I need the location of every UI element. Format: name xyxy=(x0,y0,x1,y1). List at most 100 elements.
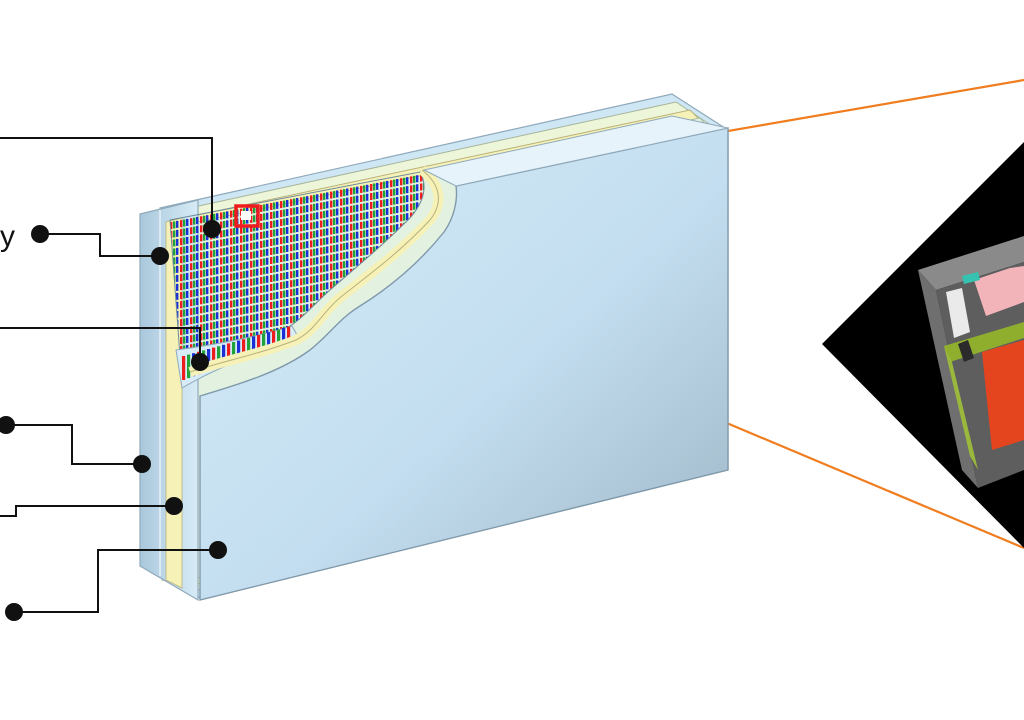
subpixel xyxy=(256,322,259,330)
subpixel xyxy=(246,216,249,224)
subpixel xyxy=(233,336,236,344)
subpixel xyxy=(413,193,416,201)
subpixel xyxy=(240,334,243,342)
cross-section-frame-top xyxy=(918,236,1024,290)
subpixel xyxy=(206,269,209,277)
tft-subpixel xyxy=(182,356,186,380)
subpixel xyxy=(280,246,283,254)
subpixel xyxy=(346,224,349,232)
zoom-highlight-inner xyxy=(241,211,251,220)
subpixel xyxy=(270,203,273,210)
subpixel xyxy=(196,316,199,324)
subpixel xyxy=(196,334,199,342)
subpixel xyxy=(213,267,216,275)
subpixel xyxy=(290,217,293,225)
subpixel xyxy=(386,225,389,233)
subpixel xyxy=(196,262,199,270)
callout-marker-2 xyxy=(151,247,169,265)
subpixel xyxy=(283,281,286,289)
subpixel xyxy=(306,259,309,267)
subpixel xyxy=(180,301,183,309)
subpixel xyxy=(313,221,316,229)
subpixel xyxy=(320,274,323,282)
subpixel xyxy=(250,242,253,250)
subpixel xyxy=(183,291,186,299)
subpixel xyxy=(310,213,313,221)
subpixel xyxy=(223,220,226,228)
subpixel xyxy=(223,265,226,273)
subpixel xyxy=(240,244,243,252)
subpixel xyxy=(213,213,216,221)
subpixel xyxy=(206,305,209,313)
subpixel xyxy=(400,196,403,204)
subpixel xyxy=(226,319,229,327)
subpixel xyxy=(183,336,186,344)
subpixel xyxy=(286,271,289,279)
subpixel xyxy=(230,237,233,245)
subpixel xyxy=(330,200,333,208)
subpixel xyxy=(266,311,269,319)
subpixel xyxy=(203,260,206,268)
subpixel xyxy=(193,271,196,279)
subpixel xyxy=(236,281,239,289)
subpixel xyxy=(243,235,246,243)
callout-marker-1 xyxy=(203,220,221,238)
subpixel xyxy=(373,210,376,218)
subpixel xyxy=(420,174,423,182)
subpixel xyxy=(303,205,306,213)
subpixel xyxy=(303,214,306,222)
subpixel xyxy=(220,239,223,247)
subpixel xyxy=(390,207,393,215)
subpixel xyxy=(193,226,196,234)
subpixel xyxy=(250,215,253,223)
callout-marker-6 xyxy=(209,541,227,559)
subpixel xyxy=(280,273,283,281)
subpixel xyxy=(250,278,253,286)
subpixel xyxy=(380,209,383,217)
subpixel xyxy=(340,234,343,242)
subpixel xyxy=(200,315,203,323)
subpixel xyxy=(273,247,276,255)
subpixel xyxy=(403,195,406,203)
subpixel xyxy=(283,200,286,208)
subpixel xyxy=(400,178,403,186)
subpixel xyxy=(273,211,276,219)
subpixel xyxy=(273,310,276,318)
subpixel xyxy=(346,206,349,214)
subpixel xyxy=(340,189,343,197)
subpixel xyxy=(193,253,196,261)
subpixel xyxy=(176,220,179,228)
subpixel xyxy=(300,233,303,241)
subpixel xyxy=(193,325,196,333)
subpixel xyxy=(393,179,396,187)
subpixel xyxy=(406,204,409,212)
subpixel xyxy=(236,317,239,325)
subpixel xyxy=(246,306,249,314)
subpixel xyxy=(190,308,193,316)
subpixel xyxy=(283,317,286,325)
callout-marker-4-start xyxy=(0,416,15,434)
subpixel xyxy=(316,266,319,274)
subpixel xyxy=(370,247,373,254)
subpixel xyxy=(186,326,189,334)
subpixel xyxy=(210,340,213,348)
subpixel xyxy=(283,236,286,244)
subpixel xyxy=(376,182,379,190)
subpixel xyxy=(356,249,359,257)
subpixel xyxy=(176,265,179,273)
subpixel xyxy=(243,334,246,342)
subpixel xyxy=(253,233,256,241)
subpixel xyxy=(276,318,279,326)
subpixel xyxy=(370,184,373,191)
subpixel xyxy=(176,238,179,246)
subpixel xyxy=(320,238,323,246)
subpixel xyxy=(276,246,279,254)
tft-subpixel xyxy=(232,342,236,361)
subpixel xyxy=(343,216,346,224)
subpixel xyxy=(203,278,206,286)
subpixel xyxy=(403,213,406,221)
subpixel xyxy=(273,301,276,309)
subpixel xyxy=(220,230,223,238)
subpixel xyxy=(300,296,303,304)
